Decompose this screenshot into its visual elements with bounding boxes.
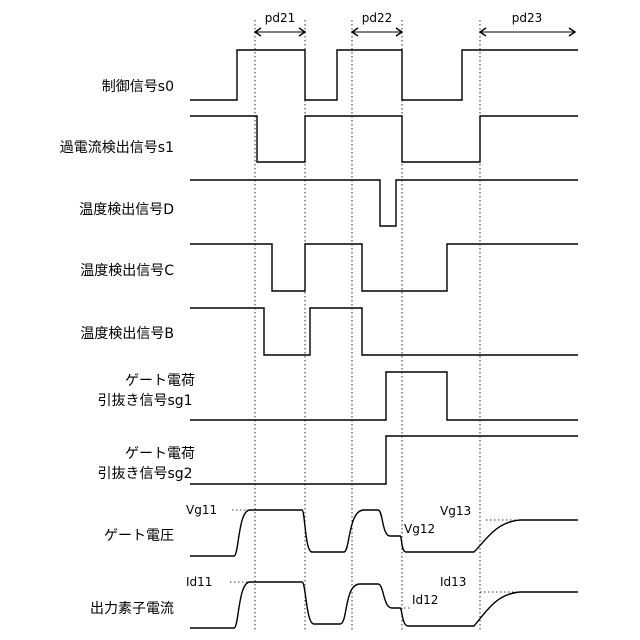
- level-label-id13: Id13: [440, 575, 466, 589]
- level-label-id12: Id12: [412, 593, 438, 607]
- signal-label-sg1-line2: 引抜き信号sg1: [97, 393, 192, 409]
- period-pd23: pd23: [480, 11, 575, 36]
- waveform-D: [190, 180, 578, 226]
- signal-label-C: 温度検出信号C: [80, 263, 174, 279]
- waveform-sg1: [190, 372, 578, 420]
- level-label-vg12: Vg12: [404, 522, 435, 536]
- signal-label-sg1-line1: ゲート電荷: [125, 373, 195, 389]
- analog-waveforms: [190, 510, 578, 628]
- waveform-C: [190, 244, 578, 291]
- level-label-vg11: Vg11: [186, 503, 217, 517]
- waveform-B: [190, 308, 578, 355]
- signal-labels: 制御信号s0 過電流検出信号s1 温度検出信号D 温度検出信号C 温度検出信号B…: [60, 79, 195, 617]
- vertical-guides: [255, 20, 480, 630]
- signal-label-sg2-line2: 引抜き信号sg2: [97, 466, 192, 482]
- level-label-vg13: Vg13: [440, 504, 471, 518]
- level-lines: [230, 510, 520, 608]
- period-label: pd22: [362, 11, 393, 25]
- waveform-s0: [190, 50, 578, 100]
- waveform-gate-voltage: [190, 510, 578, 556]
- waveform-output-current: [190, 582, 578, 628]
- period-pd22: pd22: [352, 11, 402, 36]
- signal-label-sg2-line1: ゲート電荷: [125, 446, 195, 462]
- period-label: pd23: [512, 11, 543, 25]
- period-label: pd21: [265, 11, 296, 25]
- period-pd21: pd21: [255, 11, 305, 36]
- level-labels: Vg11 Vg12 Vg13 Id11 Id12 Id13: [186, 503, 471, 607]
- signal-label-D: 温度検出信号D: [79, 202, 174, 218]
- signal-label-vg: ゲート電圧: [104, 528, 174, 544]
- signal-label-B: 温度検出信号B: [80, 326, 174, 342]
- waveform-s1: [190, 116, 578, 162]
- signal-label-id: 出力素子電流: [90, 601, 174, 617]
- level-label-id11: Id11: [186, 575, 212, 589]
- signal-label-s1: 過電流検出信号s1: [60, 140, 174, 156]
- signal-label-s0: 制御信号s0: [102, 79, 174, 95]
- waveform-sg2: [190, 436, 578, 484]
- waveforms: [190, 50, 578, 484]
